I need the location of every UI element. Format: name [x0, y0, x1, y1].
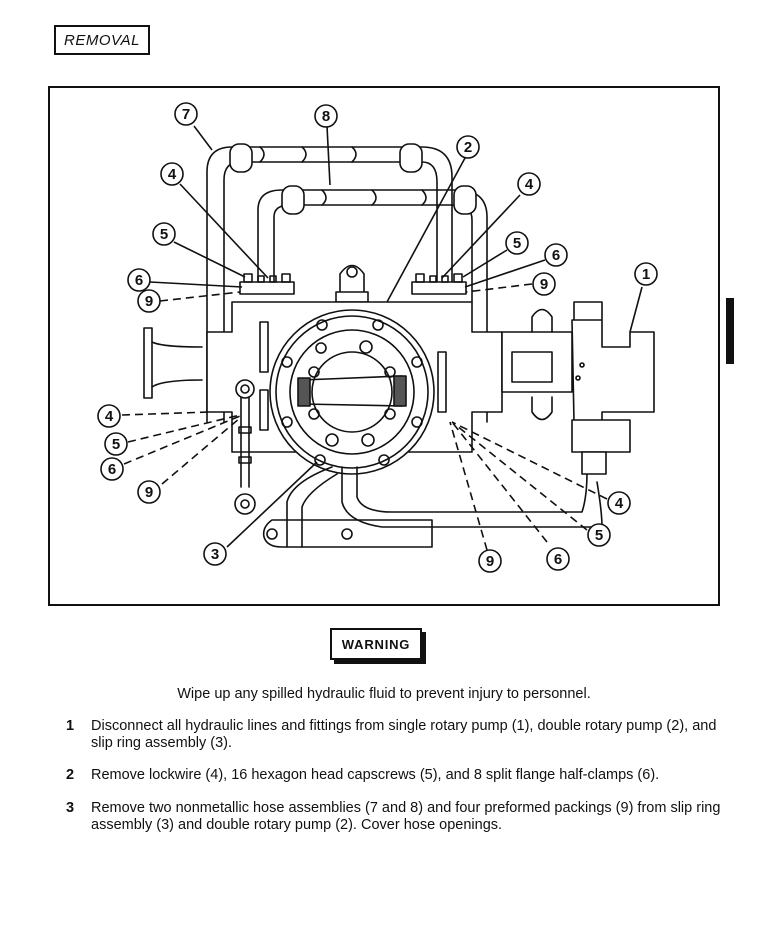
split-flange-left: [239, 273, 295, 295]
callout-label: 4: [168, 166, 177, 183]
step-number: 3: [66, 800, 75, 816]
leader-1: [629, 286, 643, 333]
leader-5a: [173, 241, 246, 278]
warning-badge: WARNING: [330, 628, 426, 664]
leader-9d: [449, 421, 488, 551]
step-number: 2: [66, 767, 75, 783]
step-number: 1: [66, 718, 75, 734]
base-plate: [262, 466, 603, 548]
warning-badge-shadow: [420, 632, 426, 664]
callout-label: 6: [554, 551, 562, 568]
callout-layer: 7 8 2 4 4 5 5 6 6 9 9 1 4 5 6 9 3 4 5 9 …: [97, 102, 658, 573]
left-port-flange: [143, 327, 203, 399]
callout-6-lower-right: 6: [546, 547, 570, 571]
callout-7: 7: [174, 102, 198, 126]
callout-6-upper-right: 6: [544, 243, 568, 267]
lifting-eye-top: [335, 264, 369, 303]
callout-label: 6: [552, 247, 560, 264]
lifting-eye-right: [531, 308, 553, 421]
leader-5d: [451, 421, 588, 531]
turnbuckle-rod: [234, 379, 256, 515]
callout-6-lower-left: 6: [100, 457, 124, 481]
callout-9-upper-left: 9: [137, 289, 161, 313]
callout-label: 5: [513, 235, 521, 252]
callout-label: 4: [615, 495, 624, 512]
callout-4-lower-right: 4: [607, 491, 631, 515]
callout-label: 5: [595, 527, 603, 544]
callout-4-upper-right: 4: [517, 172, 541, 196]
leader-9c: [161, 417, 241, 485]
leader-2: [386, 157, 466, 303]
callout-label: 4: [525, 176, 534, 193]
callout-8: 8: [314, 104, 338, 128]
step-text: Remove lockwire (4), 16 hexagon head cap…: [91, 767, 660, 783]
callout-1: 1: [634, 262, 658, 286]
warning-text: Wipe up any spilled hydraulic fluid to p…: [177, 686, 591, 702]
callout-label: 3: [211, 546, 219, 563]
callout-label: 9: [486, 553, 494, 570]
callout-6-upper-left: 6: [127, 268, 151, 292]
callout-5-upper-right: 5: [505, 231, 529, 255]
callout-9-lower-left: 9: [137, 480, 161, 504]
leader-6b: [464, 259, 546, 288]
callout-label: 5: [160, 226, 168, 243]
callout-9-lower-right: 9: [478, 549, 502, 573]
callout-label: 8: [322, 108, 330, 125]
leader-4c: [121, 411, 211, 416]
leader-4a: [179, 183, 269, 279]
callout-label: 4: [105, 408, 114, 425]
leader-5b: [462, 249, 508, 278]
callout-3: 3: [203, 542, 227, 566]
leader-3: [226, 461, 318, 548]
warning-badge-shadow: [334, 658, 426, 664]
callout-5-upper-left: 5: [152, 222, 176, 246]
callout-4-lower-left: 4: [97, 404, 121, 428]
callout-label: 6: [108, 461, 116, 478]
page-edge-tab-marker: [726, 298, 734, 364]
callout-2: 2: [456, 135, 480, 159]
leader-6a: [149, 281, 243, 288]
callout-4-upper-left: 4: [160, 162, 184, 186]
callout-label: 1: [642, 266, 650, 283]
leader-7: [193, 125, 213, 151]
hose-assembly-7: [206, 143, 453, 423]
leader-6d: [451, 421, 548, 543]
split-flange-right: [411, 273, 467, 295]
single-rotary-pump-1: [501, 301, 655, 475]
hose-assembly-8: [257, 185, 488, 423]
callout-5-lower-left: 5: [104, 432, 128, 456]
slip-ring-assembly-3: [269, 309, 435, 475]
warning-badge-label: WARNING: [330, 628, 422, 660]
callout-label: 7: [182, 106, 190, 123]
leader-4b: [441, 194, 521, 279]
leader-8: [326, 125, 331, 186]
exploded-view-figure: 7 8 2 4 4 5 5 6 6 9 9 1 4 5 6 9 3 4 5 9 …: [48, 86, 720, 606]
section-tag-removal: REMOVAL: [54, 25, 150, 55]
callout-5-lower-right: 5: [587, 523, 611, 547]
leader-9b: [465, 283, 533, 293]
step-text: Remove two nonmetallic hose assemblies (…: [91, 800, 721, 833]
callout-label: 9: [145, 484, 153, 501]
callout-label: 9: [540, 276, 548, 293]
pump-assembly-illustration: [143, 143, 655, 548]
leader-4d: [451, 421, 608, 500]
callout-9-upper-right: 9: [532, 272, 556, 296]
leader-5c: [127, 414, 241, 443]
callout-label: 5: [112, 436, 120, 453]
leader-9a: [159, 291, 241, 302]
callout-label: 9: [145, 293, 153, 310]
step-text: Disconnect all hydraulic lines and fitti…: [91, 718, 717, 751]
callout-label: 6: [135, 272, 143, 289]
leader-6c: [123, 415, 241, 465]
callout-label: 2: [464, 139, 472, 156]
